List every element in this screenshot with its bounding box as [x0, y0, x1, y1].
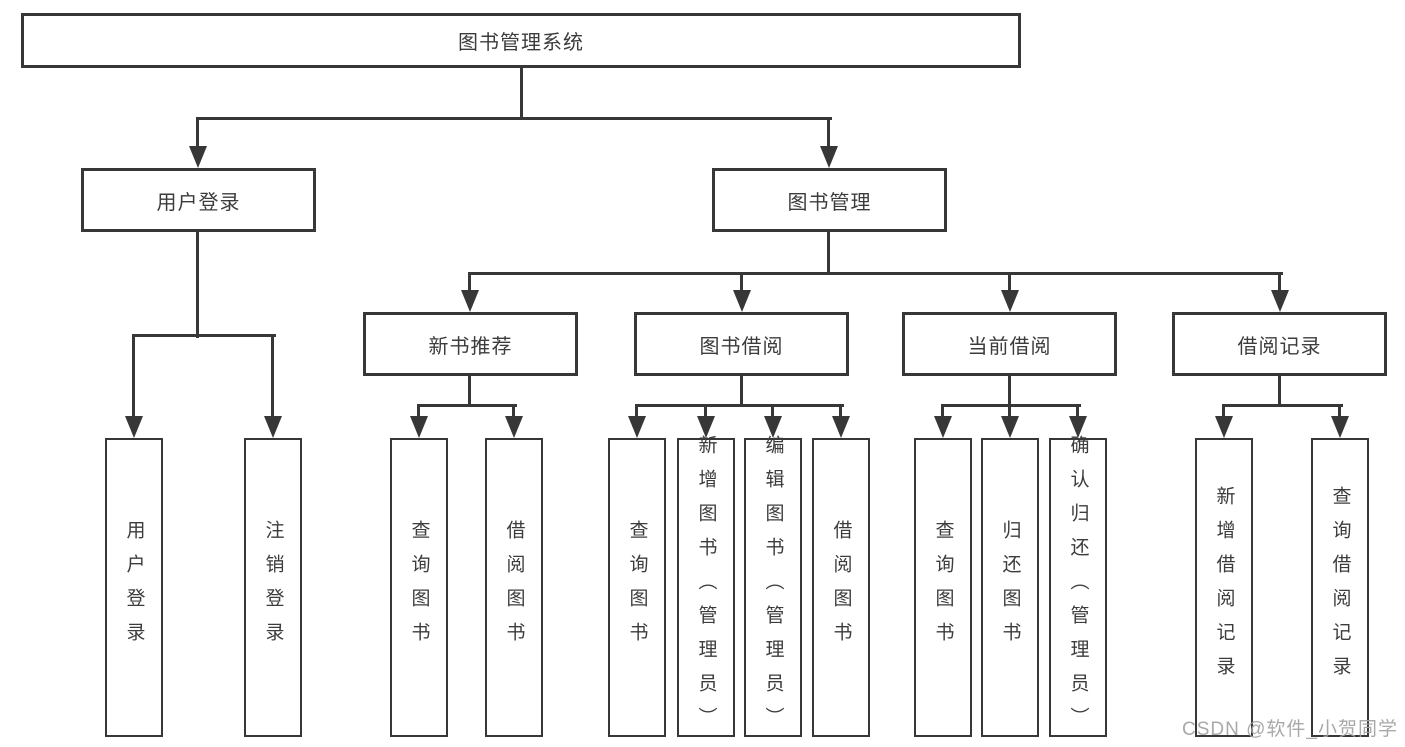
connector-stem-current-borrow — [1008, 272, 1011, 295]
node-label: 图书借阅 — [699, 335, 784, 358]
arrowhead-icon — [934, 416, 952, 438]
arrowhead-icon — [410, 416, 428, 438]
leaf-label: 借阅图书 — [830, 519, 852, 656]
connector-stem-leaf — [1008, 404, 1011, 419]
connector-stem-leaf — [132, 334, 135, 418]
connector-stem-borrow-records — [1278, 272, 1281, 295]
arrowhead-icon — [697, 416, 715, 438]
leaf-label: 查询图书 — [408, 519, 430, 656]
leaf-label: 新增图书（管理员） — [695, 434, 717, 741]
leaf-box-add-borrow-record: 新增借阅记录 — [1195, 438, 1253, 737]
connector-stem-book-borrow — [740, 272, 743, 295]
node-label: 用户登录 — [156, 191, 241, 214]
node-box-new-book-recommend: 新书推荐 — [363, 312, 578, 376]
connector-current-borrow-trunk — [1008, 374, 1011, 407]
arrowhead-icon — [1215, 416, 1233, 438]
arrowhead-icon — [125, 416, 143, 438]
connector-book-mgmt-branch — [468, 272, 1283, 275]
connector-stem-leaf — [271, 334, 274, 418]
arrowhead-icon — [189, 146, 207, 168]
connector-stem-leaf — [1338, 404, 1341, 419]
node-box-user-login: 用户登录 — [81, 168, 316, 232]
leaf-box-query-books-recommend: 查询图书 — [390, 438, 448, 737]
connector-new-books-trunk — [468, 374, 471, 407]
leaf-label: 查询借阅记录 — [1329, 485, 1351, 690]
connector-stem-leaf — [704, 404, 707, 419]
node-label: 图书管理 — [787, 191, 872, 214]
leaf-label: 用户登录 — [123, 519, 145, 656]
arrowhead-icon — [628, 416, 646, 438]
leaf-box-borrow-books: 借阅图书 — [812, 438, 870, 737]
arrowhead-icon — [764, 416, 782, 438]
node-label: 当前借阅 — [967, 335, 1052, 358]
leaf-box-logout: 注销登录 — [244, 438, 302, 737]
leaf-label: 编辑图书（管理员） — [762, 434, 784, 741]
node-label: 新书推荐 — [428, 335, 513, 358]
connector-stem-new-books — [468, 272, 471, 295]
connector-stem-leaf — [417, 404, 420, 419]
arrowhead-icon — [820, 146, 838, 168]
arrowhead-icon — [1069, 416, 1087, 438]
leaf-label: 归还图书 — [999, 519, 1021, 656]
leaf-box-edit-books-admin: 编辑图书（管理员） — [744, 435, 802, 741]
leaf-box-add-books-admin: 新增图书（管理员） — [677, 435, 735, 741]
node-label: 借阅记录 — [1237, 335, 1322, 358]
leaf-box-confirm-return-admin: 确认归还（管理员） — [1049, 435, 1107, 741]
arrowhead-icon — [832, 416, 850, 438]
leaf-label: 借阅图书 — [503, 519, 525, 656]
leaf-label: 查询图书 — [932, 519, 954, 656]
connector-stem-leaf — [839, 404, 842, 419]
connector-current-borrow-branch — [941, 404, 1081, 407]
leaf-label: 查询图书 — [626, 519, 648, 656]
leaf-box-query-books-borrow: 查询图书 — [608, 438, 666, 737]
arrowhead-icon — [1331, 416, 1349, 438]
connector-root-branch — [196, 117, 832, 120]
arrowhead-icon — [264, 416, 282, 438]
connector-book-borrow-branch — [635, 404, 844, 407]
arrowhead-icon — [1271, 290, 1289, 312]
connector-stem-book-mgmt — [827, 117, 830, 149]
connector-stem-leaf — [771, 404, 774, 419]
connector-borrow-records-trunk — [1278, 374, 1281, 407]
node-box-book-management: 图书管理 — [712, 168, 947, 232]
connector-stem-leaf — [635, 404, 638, 419]
connector-stem-leaf — [512, 404, 515, 419]
connector-book-borrow-trunk — [740, 374, 743, 407]
leaf-box-return-books: 归还图书 — [981, 438, 1039, 737]
arrowhead-icon — [1001, 416, 1019, 438]
connector-root-trunk — [520, 66, 523, 120]
connector-new-books-branch — [417, 404, 517, 407]
connector-stem-user-login — [196, 117, 199, 149]
arrowhead-icon — [733, 290, 751, 312]
leaf-label: 注销登录 — [262, 519, 284, 656]
csdn-watermark: CSDN @软件_小贺同学 — [1182, 719, 1398, 740]
leaf-label: 确认归还（管理员） — [1067, 434, 1089, 741]
root-box-label: 图书管理系统 — [458, 32, 584, 54]
connector-book-mgmt-trunk — [827, 230, 830, 275]
leaf-box-user-login: 用户登录 — [105, 438, 163, 737]
connector-stem-leaf — [1222, 404, 1225, 419]
leaf-label: 新增借阅记录 — [1213, 485, 1235, 690]
root-box-library-system: 图书管理系统 — [21, 13, 1021, 68]
connector-user-login-branch — [132, 334, 276, 337]
node-box-book-borrowing: 图书借阅 — [634, 312, 849, 376]
arrowhead-icon — [1001, 290, 1019, 312]
node-box-current-borrowing: 当前借阅 — [902, 312, 1117, 376]
connector-stem-leaf — [941, 404, 944, 419]
leaf-box-query-borrow-record: 查询借阅记录 — [1311, 438, 1369, 737]
leaf-box-borrow-books-recommend: 借阅图书 — [485, 438, 543, 737]
node-box-borrowing-records: 借阅记录 — [1172, 312, 1387, 376]
connector-user-login-trunk — [196, 230, 199, 338]
arrowhead-icon — [505, 416, 523, 438]
connector-stem-leaf — [1076, 404, 1079, 419]
leaf-box-query-books-current: 查询图书 — [914, 438, 972, 737]
connector-borrow-records-branch — [1222, 404, 1343, 407]
arrowhead-icon — [461, 290, 479, 312]
